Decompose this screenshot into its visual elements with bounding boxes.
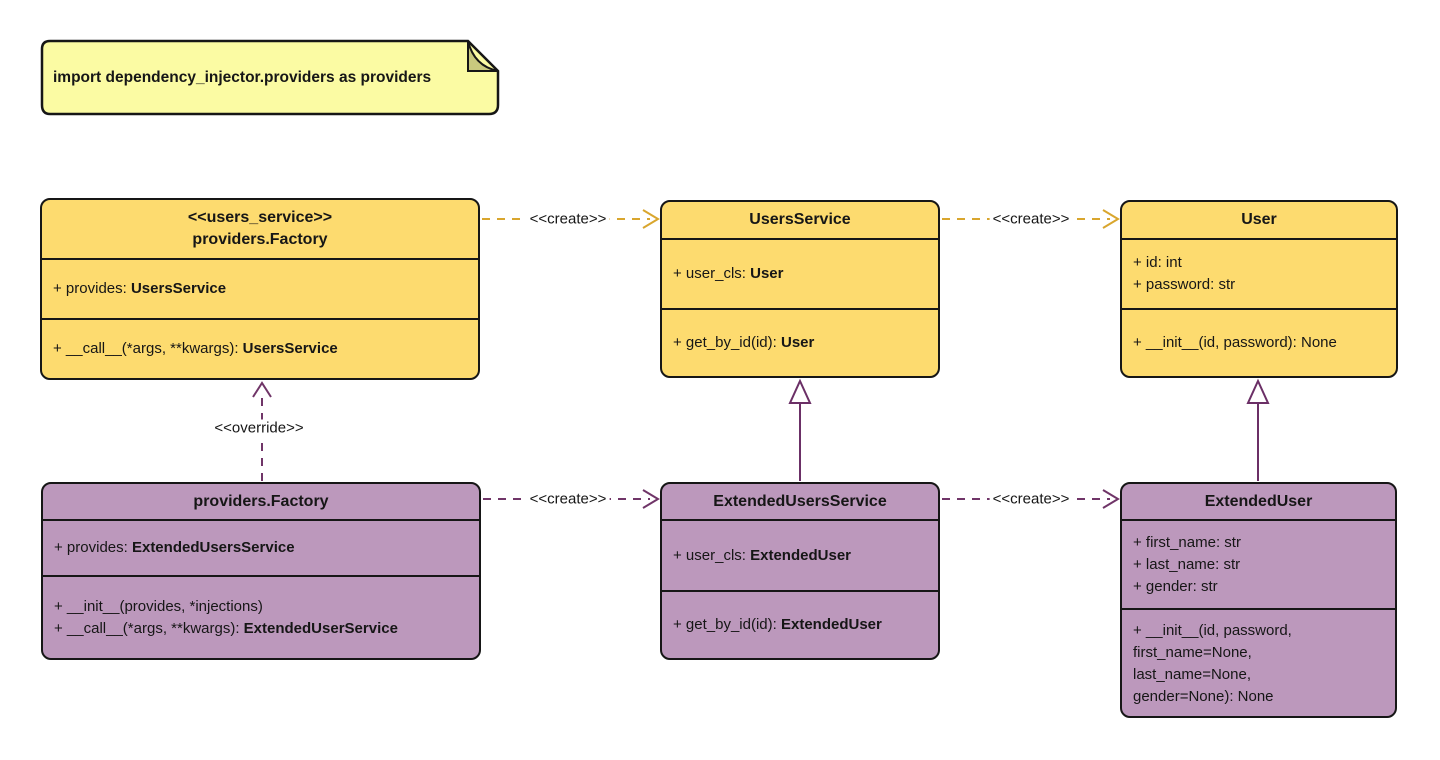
attribute-type: ExtendedUser	[750, 546, 851, 564]
attribute-type: User	[750, 265, 784, 282]
class-header: providers.Factory	[43, 484, 479, 519]
create-edge-label: <<create>>	[526, 210, 610, 228]
class-stereotype: <<users_service>>	[187, 209, 333, 226]
method-line: + __call__(*args, **kwargs): UsersServic…	[53, 338, 467, 360]
method-line: gender=None): None	[1133, 688, 1274, 705]
attribute-line: + user_cls: User	[673, 263, 927, 285]
create-edge-label: <<create>>	[989, 210, 1073, 228]
class-extended-user: ExtendedUser + first_name: str + last_na…	[1120, 482, 1397, 718]
method-type: ExtendedUserService	[243, 619, 398, 637]
attribute-text: + user_cls:	[673, 265, 751, 282]
override-edge-factories	[252, 381, 272, 481]
class-header: UsersService	[662, 202, 938, 238]
class-factory-users: <<users_service>> providers.Factory + pr…	[40, 198, 480, 380]
class-header: ExtendedUsersService	[662, 484, 938, 519]
attribute-line: + last_name: str	[1133, 555, 1241, 573]
class-name: providers.Factory	[192, 231, 328, 248]
method-line: + __call__(*args, **kwargs): ExtendedUse…	[54, 618, 468, 640]
class-header: <<users_service>> providers.Factory	[42, 200, 478, 258]
attribute-text: + user_cls:	[673, 546, 751, 564]
class-name: ExtendedUsersService	[713, 492, 887, 510]
create-edge-usersservice-user	[942, 209, 1120, 229]
note-paper-icon	[40, 39, 500, 116]
open-arrowhead-icon	[1102, 209, 1120, 229]
open-arrowhead-icon	[642, 209, 660, 229]
method-text: + get_by_id(id):	[673, 616, 781, 633]
class-header: User	[1122, 202, 1396, 238]
class-methods: + get_by_id(id): User	[662, 308, 938, 376]
method-line: last_name=None,	[1133, 666, 1251, 683]
attribute-type: UsersService	[130, 280, 227, 297]
class-methods: + __init__(id, password, first_name=None…	[1122, 608, 1395, 716]
method-text: + get_by_id(id):	[673, 334, 781, 351]
attribute-line: + provides: ExtendedUsersService	[54, 537, 468, 559]
class-methods: + get_by_id(id): ExtendedUser	[662, 590, 938, 658]
hollow-triangle-arrowhead-icon	[788, 378, 812, 404]
method-type: UsersService	[242, 340, 338, 357]
class-name: User	[1241, 211, 1277, 228]
class-user: User + id: int + password: str + __init_…	[1120, 200, 1398, 378]
class-attributes: + provides: ExtendedUsersService	[43, 519, 479, 575]
inheritance-edge-user	[1246, 378, 1270, 481]
class-extended-users-service: ExtendedUsersService + user_cls: Extende…	[660, 482, 940, 660]
class-name: providers.Factory	[193, 492, 329, 510]
create-edge-label: <<create>>	[989, 490, 1073, 508]
method-line: + get_by_id(id): User	[673, 332, 927, 354]
attribute-type: ExtendedUsersService	[131, 539, 295, 556]
note-fold-icon	[467, 40, 499, 72]
class-attributes: + first_name: str + last_name: str + gen…	[1122, 519, 1395, 608]
create-edge-label: <<create>>	[526, 490, 610, 508]
class-name: ExtendedUser	[1204, 492, 1313, 510]
create-edge-factory-extendedusersservice	[483, 489, 660, 509]
class-factory-extended: providers.Factory + provides: ExtendedUs…	[41, 482, 481, 660]
attribute-line: + user_cls: ExtendedUser	[673, 545, 927, 567]
class-attributes: + user_cls: User	[662, 238, 938, 308]
method-line: first_name=None,	[1133, 644, 1252, 661]
method-line: + __init__(id, password): None	[1133, 334, 1337, 351]
method-type: User	[780, 334, 815, 351]
method-line: + __init__(id, password,	[1133, 622, 1292, 639]
class-attributes: + user_cls: ExtendedUser	[662, 519, 938, 590]
method-line: + __init__(provides, *injections)	[54, 597, 263, 615]
attribute-text: + provides:	[54, 539, 132, 556]
class-header: ExtendedUser	[1122, 484, 1395, 519]
class-attributes: + id: int + password: str	[1122, 238, 1396, 308]
create-edge-extendedusersservice-extendeduser	[942, 489, 1120, 509]
attribute-line: + id: int	[1133, 254, 1182, 271]
override-edge-label: <<override>>	[211, 419, 307, 437]
open-arrowhead-icon	[642, 489, 660, 509]
class-users-service: UsersService + user_cls: User + get_by_i…	[660, 200, 940, 378]
method-line: + get_by_id(id): ExtendedUser	[673, 614, 927, 636]
note-text: import dependency_injector.providers as …	[53, 68, 432, 86]
create-edge-factory-usersservice	[482, 209, 660, 229]
hollow-triangle-arrowhead-icon	[1246, 378, 1270, 404]
attribute-line: + gender: str	[1133, 577, 1218, 595]
open-arrowhead-icon	[252, 381, 272, 398]
attribute-text: + provides:	[53, 280, 131, 297]
class-methods: + __init__(provides, *injections) + __ca…	[43, 575, 479, 658]
class-methods: + __call__(*args, **kwargs): UsersServic…	[42, 318, 478, 378]
method-text: + __call__(*args, **kwargs):	[54, 619, 244, 637]
attribute-line: + first_name: str	[1133, 533, 1241, 551]
inheritance-edge-usersservice	[788, 378, 812, 481]
class-name: UsersService	[749, 211, 851, 228]
import-note: import dependency_injector.providers as …	[40, 39, 501, 116]
class-attributes: + provides: UsersService	[42, 258, 478, 318]
open-arrowhead-icon	[1102, 489, 1120, 509]
attribute-line: + password: str	[1133, 276, 1236, 293]
method-text: + __call__(*args, **kwargs):	[53, 340, 243, 357]
attribute-line: + provides: UsersService	[53, 278, 467, 300]
method-type: ExtendedUser	[780, 616, 882, 633]
class-methods: + __init__(id, password): None	[1122, 308, 1396, 376]
